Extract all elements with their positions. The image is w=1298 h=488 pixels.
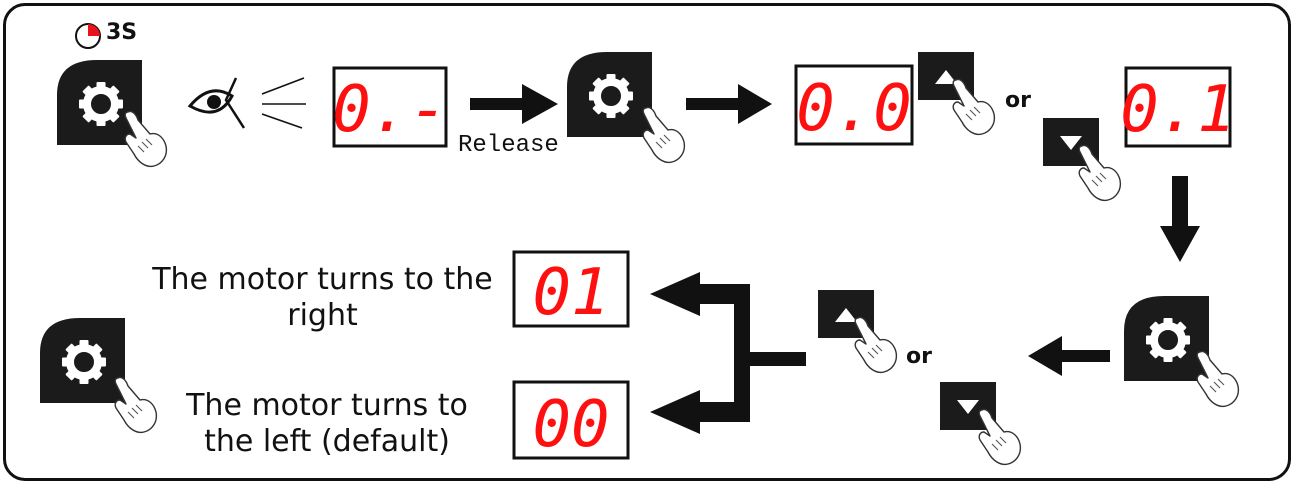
diagram-frame (3, 3, 1291, 481)
hand-pointer-icon (1078, 144, 1122, 202)
or-label: or (906, 344, 932, 369)
display-left: 00 (512, 380, 630, 462)
motor-left-label: The motor turns to the left (default) (172, 388, 482, 460)
gear-button-confirm[interactable] (567, 52, 652, 137)
gear-button-start[interactable] (57, 60, 142, 145)
svg-text:00: 00 (532, 388, 609, 462)
motor-right-label: The motor turns to the right (150, 262, 495, 334)
hand-pointer-icon (854, 316, 898, 374)
arrow-left-icon (1028, 336, 1110, 376)
svg-text:0.-: 0.- (332, 73, 448, 147)
hand-pointer-icon (114, 376, 158, 434)
display-step3: 0.1 (1120, 66, 1236, 148)
arrow-right-icon (470, 84, 558, 124)
display-step1: 0.- (332, 66, 448, 148)
or-label: or (1005, 88, 1031, 113)
hand-pointer-icon (642, 106, 686, 164)
svg-text:0.0: 0.0 (796, 72, 912, 146)
arrow-right-icon (686, 84, 772, 124)
timer-label: 3S (106, 20, 138, 45)
timer-icon (75, 23, 101, 49)
motor-right-line2: right (287, 298, 358, 333)
eye-icon (187, 77, 306, 129)
hand-pointer-icon (978, 408, 1022, 466)
svg-text:0.1: 0.1 (1120, 73, 1236, 147)
branch-arrows (650, 272, 806, 434)
gear-button-exit[interactable] (40, 318, 125, 403)
arrow-down-icon (1160, 176, 1200, 262)
release-label: Release (458, 132, 559, 159)
svg-text:01: 01 (532, 256, 609, 330)
motor-right-line1: The motor turns to the (152, 262, 493, 297)
gear-button-save[interactable] (1124, 296, 1209, 381)
motor-left-line2: the left (default) (204, 424, 450, 459)
motor-left-line1: The motor turns to (186, 388, 468, 423)
hand-pointer-icon (124, 110, 168, 168)
hand-pointer-icon (1196, 350, 1240, 408)
display-step2: 0.0 (794, 64, 914, 146)
display-right: 01 (512, 250, 630, 330)
